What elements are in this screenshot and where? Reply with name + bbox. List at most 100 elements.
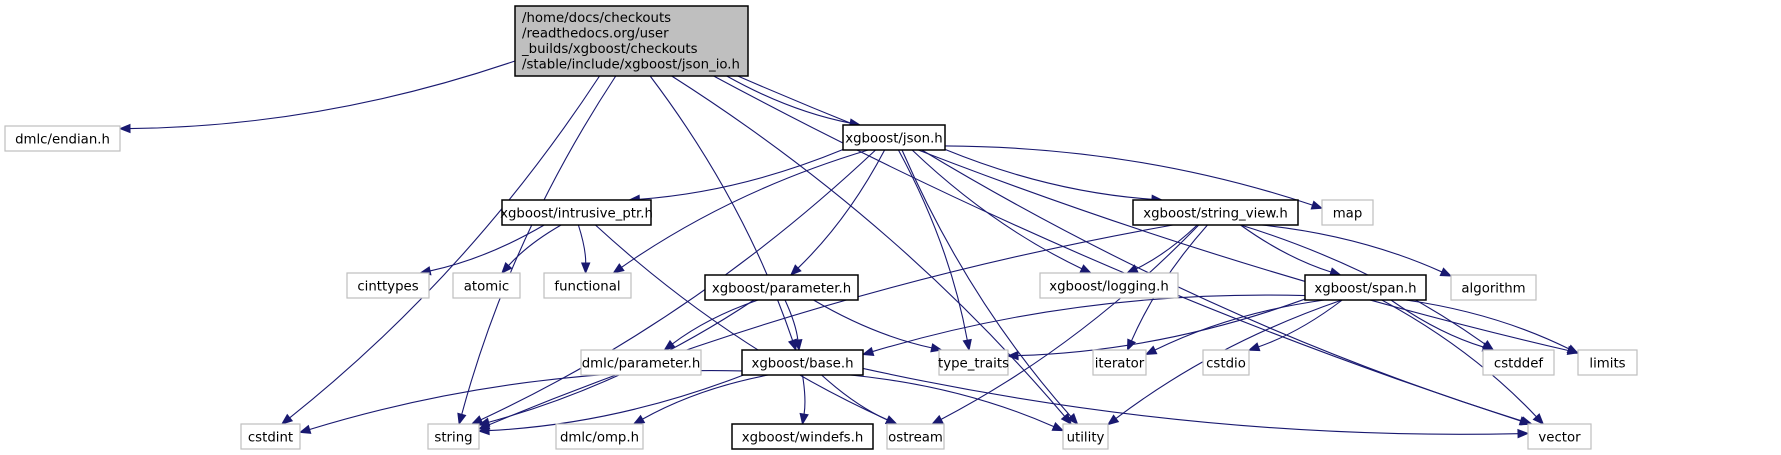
node-limits: limits bbox=[1577, 349, 1638, 376]
edge-json-to-map bbox=[944, 145, 1313, 206]
edge-base-to-string bbox=[488, 374, 744, 432]
arrowhead-logging bbox=[1079, 264, 1093, 274]
edge-span-to-vector bbox=[1381, 299, 1537, 418]
arrowhead-atomic bbox=[501, 262, 513, 275]
nodes-layer: /home/docs/checkouts/readthedocs.org/use… bbox=[4, 5, 1638, 450]
node-root[interactable]: /home/docs/checkouts/readthedocs.org/use… bbox=[514, 5, 749, 77]
edge-root-to-cstdint bbox=[289, 75, 601, 419]
node-box bbox=[514, 5, 749, 77]
node-windefs[interactable]: xgboost/windefs.h bbox=[731, 423, 874, 450]
node-box bbox=[580, 349, 702, 376]
arrowhead-base bbox=[793, 339, 803, 352]
node-span[interactable]: xgboost/span.h bbox=[1304, 274, 1427, 301]
node-label: cstdint bbox=[248, 431, 293, 446]
arrowhead-type_traits bbox=[1006, 350, 1019, 361]
node-cinttypes: cinttypes bbox=[346, 272, 430, 299]
edge-string_view-to-ostream bbox=[940, 224, 1200, 420]
node-label: cinttypes bbox=[357, 280, 418, 295]
node-box bbox=[1092, 349, 1147, 376]
node-label: xgboost/string_view.h bbox=[1143, 207, 1288, 222]
node-label: _builds/xgboost/checkouts bbox=[521, 42, 698, 57]
node-box bbox=[4, 125, 121, 152]
edge-json-to-logging bbox=[911, 149, 1083, 270]
node-box bbox=[1450, 274, 1537, 301]
node-label: dmlc/parameter.h bbox=[582, 357, 701, 372]
arrowhead-dmlc_parameter bbox=[663, 339, 676, 351]
arrowhead-utility bbox=[1066, 413, 1079, 426]
node-label: xgboost/intrusive_ptr.h bbox=[500, 207, 653, 222]
arrowhead-ostream bbox=[884, 415, 898, 425]
arrowhead-functional bbox=[612, 263, 625, 274]
node-label: /readthedocs.org/user bbox=[522, 27, 669, 42]
node-box bbox=[842, 124, 946, 151]
node-box bbox=[886, 423, 945, 450]
edge-json-to-utility bbox=[901, 149, 1072, 417]
arrowhead-functional bbox=[580, 262, 591, 275]
arrowhead-dmlc_endian bbox=[118, 123, 131, 134]
node-iterator: iterator bbox=[1092, 349, 1147, 376]
node-label: map bbox=[1333, 207, 1363, 222]
edge-json-to-intrusive_ptr bbox=[639, 149, 844, 200]
node-label: atomic bbox=[464, 280, 509, 295]
edge-json-to-string_view bbox=[944, 148, 1152, 200]
node-dmlc-endian: dmlc/endian.h bbox=[4, 125, 121, 152]
edge-span-to-base bbox=[872, 294, 1306, 353]
node-box bbox=[741, 349, 864, 376]
node-box bbox=[1482, 349, 1555, 376]
edge-base-to-windefs bbox=[801, 374, 806, 415]
node-vector: vector bbox=[1527, 423, 1592, 450]
edge-span-to-limits bbox=[1405, 299, 1570, 350]
arrowhead-map bbox=[1310, 200, 1324, 210]
edge-string_view-to-logging bbox=[1136, 224, 1198, 270]
node-label: limits bbox=[1589, 357, 1625, 372]
edge-root-to-dmlc_endian bbox=[129, 60, 516, 130]
node-utility: utility bbox=[1062, 423, 1109, 450]
arrowhead-ostream bbox=[931, 414, 944, 425]
arrowhead-vector bbox=[1517, 428, 1530, 439]
node-label: dmlc/endian.h bbox=[15, 133, 110, 148]
edge-string_view-to-span bbox=[1240, 224, 1332, 273]
edge-span-to-cstddef bbox=[1390, 299, 1484, 348]
node-label: cstddef bbox=[1494, 357, 1544, 372]
node-cstdio: cstdio bbox=[1202, 349, 1250, 376]
edges-layer bbox=[118, 60, 1580, 439]
node-label: vector bbox=[1538, 431, 1581, 446]
edge-root-to-json bbox=[726, 75, 851, 124]
arrowhead-parameter bbox=[789, 264, 802, 276]
node-parameter[interactable]: xgboost/parameter.h bbox=[704, 274, 859, 301]
node-box bbox=[1132, 199, 1299, 226]
arrowhead-iterator bbox=[1144, 345, 1158, 356]
node-string-view[interactable]: xgboost/string_view.h bbox=[1132, 199, 1299, 226]
node-json[interactable]: xgboost/json.h bbox=[842, 124, 946, 151]
node-base[interactable]: xgboost/base.h bbox=[741, 349, 864, 376]
node-label: string bbox=[434, 431, 472, 446]
node-box bbox=[1577, 349, 1638, 376]
node-label: xgboost/base.h bbox=[752, 357, 854, 372]
edge-base-to-utility bbox=[850, 374, 1055, 428]
arrowhead-vector bbox=[1520, 416, 1533, 426]
node-label: xgboost/json.h bbox=[845, 132, 942, 147]
arrowhead-dmlc_omp bbox=[632, 414, 646, 425]
edge-json-to-type_traits bbox=[897, 149, 968, 341]
edge-base-to-vector bbox=[862, 367, 1519, 435]
node-intrusive-ptr[interactable]: xgboost/intrusive_ptr.h bbox=[500, 199, 653, 226]
arrowhead-algorithm bbox=[1439, 267, 1453, 277]
node-cstddef: cstddef bbox=[1482, 349, 1555, 376]
edge-parameter-to-type_traits bbox=[813, 299, 932, 349]
edge-parameter-to-base bbox=[784, 299, 799, 341]
arrowhead-base bbox=[861, 346, 875, 356]
edge-span-to-cstdio bbox=[1258, 299, 1343, 348]
arrowhead-string bbox=[457, 412, 467, 426]
node-string: string bbox=[427, 423, 480, 450]
arrowhead-windefs bbox=[799, 412, 809, 426]
node-box bbox=[346, 272, 430, 299]
node-box bbox=[1304, 274, 1427, 301]
node-box bbox=[1062, 423, 1109, 450]
arrowhead-cstdint bbox=[298, 424, 312, 434]
node-label: dmlc/omp.h bbox=[560, 431, 639, 446]
node-box bbox=[501, 199, 652, 226]
node-box bbox=[240, 423, 301, 450]
edge-json-to-string bbox=[480, 149, 876, 421]
node-algorithm: algorithm bbox=[1450, 274, 1537, 301]
node-atomic: atomic bbox=[452, 272, 521, 299]
